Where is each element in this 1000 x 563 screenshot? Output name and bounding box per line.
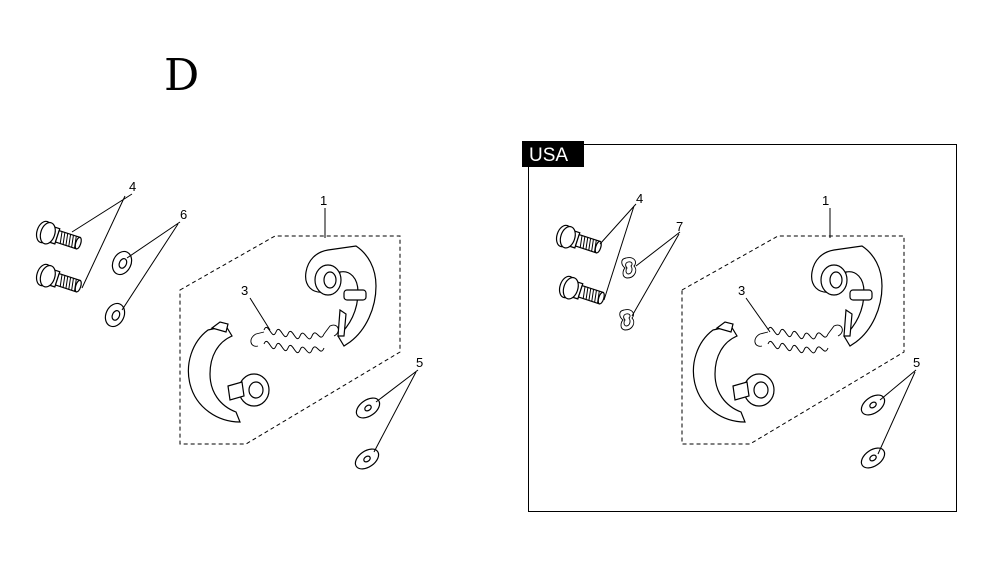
clip-part [621, 257, 637, 279]
washer-part [101, 299, 129, 331]
bolt-part [33, 218, 85, 255]
callout-small-washer: 5 [416, 355, 423, 370]
left-parts-group: 4 6 1 3 5 [33, 179, 423, 474]
leader-line [71, 193, 133, 289]
clutch-assembly-outline [681, 235, 905, 445]
leader-line [121, 221, 181, 311]
clutch-shoe-part [811, 245, 883, 347]
small-washer-part [857, 390, 889, 420]
small-washer-part [351, 444, 383, 474]
small-washer-part [857, 443, 889, 473]
small-washer-part [352, 393, 384, 423]
leader-line [877, 369, 917, 455]
leader-line [249, 297, 271, 331]
callout-bolt: 4 [129, 179, 136, 194]
section-letter: D [164, 50, 199, 101]
callout-spring: 3 [738, 283, 745, 298]
spring-part [250, 324, 339, 354]
callout-washer: 6 [180, 207, 187, 222]
usa-tag-label: USA [529, 145, 568, 166]
leader-line [599, 203, 637, 301]
bolt-part [556, 273, 608, 310]
leader-line [373, 369, 419, 453]
bolt-part [33, 261, 85, 298]
callout-clutch: 1 [822, 193, 829, 208]
callout-clip: 7 [676, 219, 683, 234]
leader-line [631, 231, 681, 317]
usa-parts-group: USA 4 7 1 3 5 [522, 141, 957, 512]
callout-spring: 3 [241, 283, 248, 298]
usa-tag [522, 141, 584, 167]
clutch-shoe-part [305, 245, 377, 347]
callout-bolt: 4 [636, 191, 643, 206]
leader-line [745, 297, 771, 333]
callout-clutch: 1 [320, 193, 327, 208]
clip-part [619, 309, 635, 331]
usa-frame [528, 144, 957, 512]
clutch-assembly-outline [179, 235, 401, 445]
bolt-part [553, 222, 605, 259]
washer-part [108, 247, 136, 279]
callout-small-washer: 5 [913, 355, 920, 370]
